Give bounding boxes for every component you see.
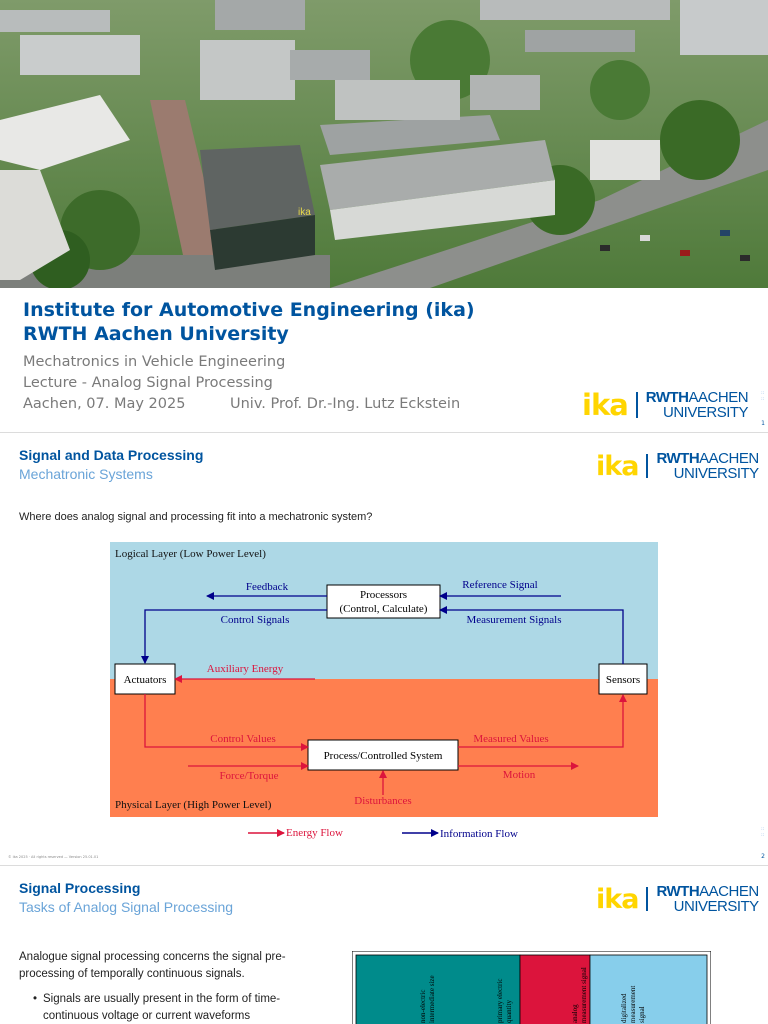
slide-divider-1 [0, 432, 768, 433]
chain-label-col1-a: non-electric [419, 990, 427, 1023]
chain-label-col3-b: measurement signal [580, 967, 588, 1023]
reference-signal-label: Reference Signal [462, 579, 537, 591]
process-box [307, 739, 459, 771]
slide2-page-number: 2 [761, 853, 765, 860]
ika-logo-text: ika [596, 450, 639, 482]
processors-box [326, 584, 441, 619]
measured-values-arrow [458, 694, 627, 748]
ika-rwth-logo-slide3: ika RWTHAACHEN UNIVERSITY [596, 883, 760, 915]
sensors-label: Sensors [606, 674, 640, 686]
rwth-logo: RWTHAACHEN UNIVERSITY [656, 450, 760, 482]
signal-chain-diagram: non-electric intermediate size primary e… [352, 951, 711, 1024]
disturbances-label: Disturbances [354, 795, 411, 807]
chain-block-digital [589, 954, 708, 1024]
rwth-logo-aachen: AACHEN [699, 450, 759, 467]
control-values-arrow [144, 694, 309, 751]
rwth-logo: RWTHAACHEN UNIVERSITY [645, 389, 749, 421]
slide1-subtitle2: Lecture - Analog Signal Processing [23, 375, 273, 391]
chain-label-col1-b: intermediate size [428, 975, 436, 1023]
slide1-page-number: 1 [761, 420, 765, 427]
physical-layer-label: Physical Layer (High Power Level) [115, 799, 272, 811]
auxiliary-energy-label: Auxiliary Energy [207, 663, 284, 675]
chain-block-analog [519, 954, 591, 1024]
control-signals-arrow [141, 609, 327, 664]
chain-label-col4-c: signal [638, 1006, 646, 1023]
chain-label-col2-b: quantity [505, 1000, 513, 1023]
information-flow-legend-label: Information Flow [440, 828, 518, 840]
rwth-logo-university: UNIVERSITY [673, 898, 760, 915]
rwth-logo-rwth: RWTH [656, 450, 700, 467]
logo-divider [646, 454, 649, 478]
logo-divider [635, 392, 638, 418]
chain-block-non-electric [355, 954, 521, 1024]
control-values-label: Control Values [210, 733, 276, 745]
ika-logo-text: ika [582, 388, 629, 422]
slide1-subtitle1: Mechatronics in Vehicle Engineering [23, 354, 286, 370]
measurement-signals-arrow [439, 606, 624, 664]
slide2-question: Where does analog signal and processing … [19, 511, 373, 523]
rwth-logo-rwth: RWTH [645, 389, 689, 406]
title-slide: ika Institute for Automotive Engineering… [0, 0, 768, 432]
force-torque-label: Force/Torque [219, 770, 278, 782]
logical-layer-label: Logical Layer (Low Power Level) [115, 548, 266, 560]
campus-aerial-photo: ika [0, 0, 768, 288]
actuators-box [114, 663, 176, 695]
logo-divider [646, 887, 649, 911]
mechatronic-system-diagram: Logical Layer (Low Power Level) Physical… [110, 542, 658, 817]
chain-label-col4-b: measurement [629, 986, 637, 1023]
diagram-legend: Energy Flow Information Flow [248, 827, 518, 840]
control-signals-label: Control Signals [221, 614, 290, 626]
processors-label-line1: Processors [360, 589, 407, 601]
sensors-box [598, 663, 648, 695]
bullet1-line2: continuous voltage or current waveforms [43, 1010, 251, 1022]
energy-flow-legend-label: Energy Flow [286, 827, 343, 839]
bullet1-line1: Signals are usually present in the form … [43, 993, 281, 1005]
side-mark: :::: [761, 390, 765, 402]
feedback-label: Feedback [246, 581, 289, 593]
chain-label-col4-a: digitalized [620, 993, 628, 1023]
slide-divider-2 [0, 865, 768, 866]
rwth-logo-rwth: RWTH [656, 883, 700, 900]
chain-label-col2-a: primary electric [496, 978, 504, 1023]
ika-logo-text: ika [596, 883, 639, 915]
rwth-logo-university: UNIVERSITY [663, 404, 749, 421]
slide3-title: Signal Processing [19, 880, 141, 896]
rwth-logo: RWTHAACHEN UNIVERSITY [656, 883, 760, 915]
rwth-logo-aachen: AACHEN [699, 883, 759, 900]
chain-label-col3-a: analog [571, 1004, 579, 1023]
motion-label: Motion [503, 769, 536, 781]
slide1-date: Aachen, 07. May 2025 [23, 396, 186, 412]
slide3-paragraph-line1: Analogue signal processing concerns the … [19, 951, 286, 963]
process-label: Process/Controlled System [324, 750, 443, 762]
ika-rwth-logo-slide2: ika RWTHAACHEN UNIVERSITY [596, 450, 760, 482]
side-mark: :::: [761, 826, 765, 838]
slide3-bullet-list: Signals are usually present in the form … [33, 991, 313, 1024]
rwth-logo-university: UNIVERSITY [673, 465, 760, 482]
actuators-label: Actuators [124, 674, 167, 686]
measurement-signals-label: Measurement Signals [466, 614, 561, 626]
slide3-subtitle: Tasks of Analog Signal Processing [19, 899, 234, 915]
photo-ika-sign: ika [298, 207, 311, 218]
processors-label-line2: (Control, Calculate) [340, 603, 428, 615]
list-item: Signals are usually present in the form … [33, 991, 313, 1024]
rwth-logo-aachen: AACHEN [688, 389, 749, 406]
slide1-author: Univ. Prof. Dr.-Ing. Lutz Eckstein [230, 396, 461, 412]
slide2-footer: © ika 2025 · All rights reserved — Versi… [8, 855, 99, 859]
slide2-subtitle: Mechatronic Systems [19, 466, 153, 482]
ika-rwth-logo: ika RWTHAACHEN UNIVERSITY [582, 388, 749, 422]
measured-values-label: Measured Values [473, 733, 548, 745]
slide1-title-line1: Institute for Automotive Engineering (ik… [23, 299, 475, 321]
slide3-paragraph-line2: processing of temporally continuous sign… [19, 968, 245, 980]
slide2-title: Signal and Data Processing [19, 447, 204, 463]
slide1-title-line2: RWTH Aachen University [23, 323, 289, 345]
